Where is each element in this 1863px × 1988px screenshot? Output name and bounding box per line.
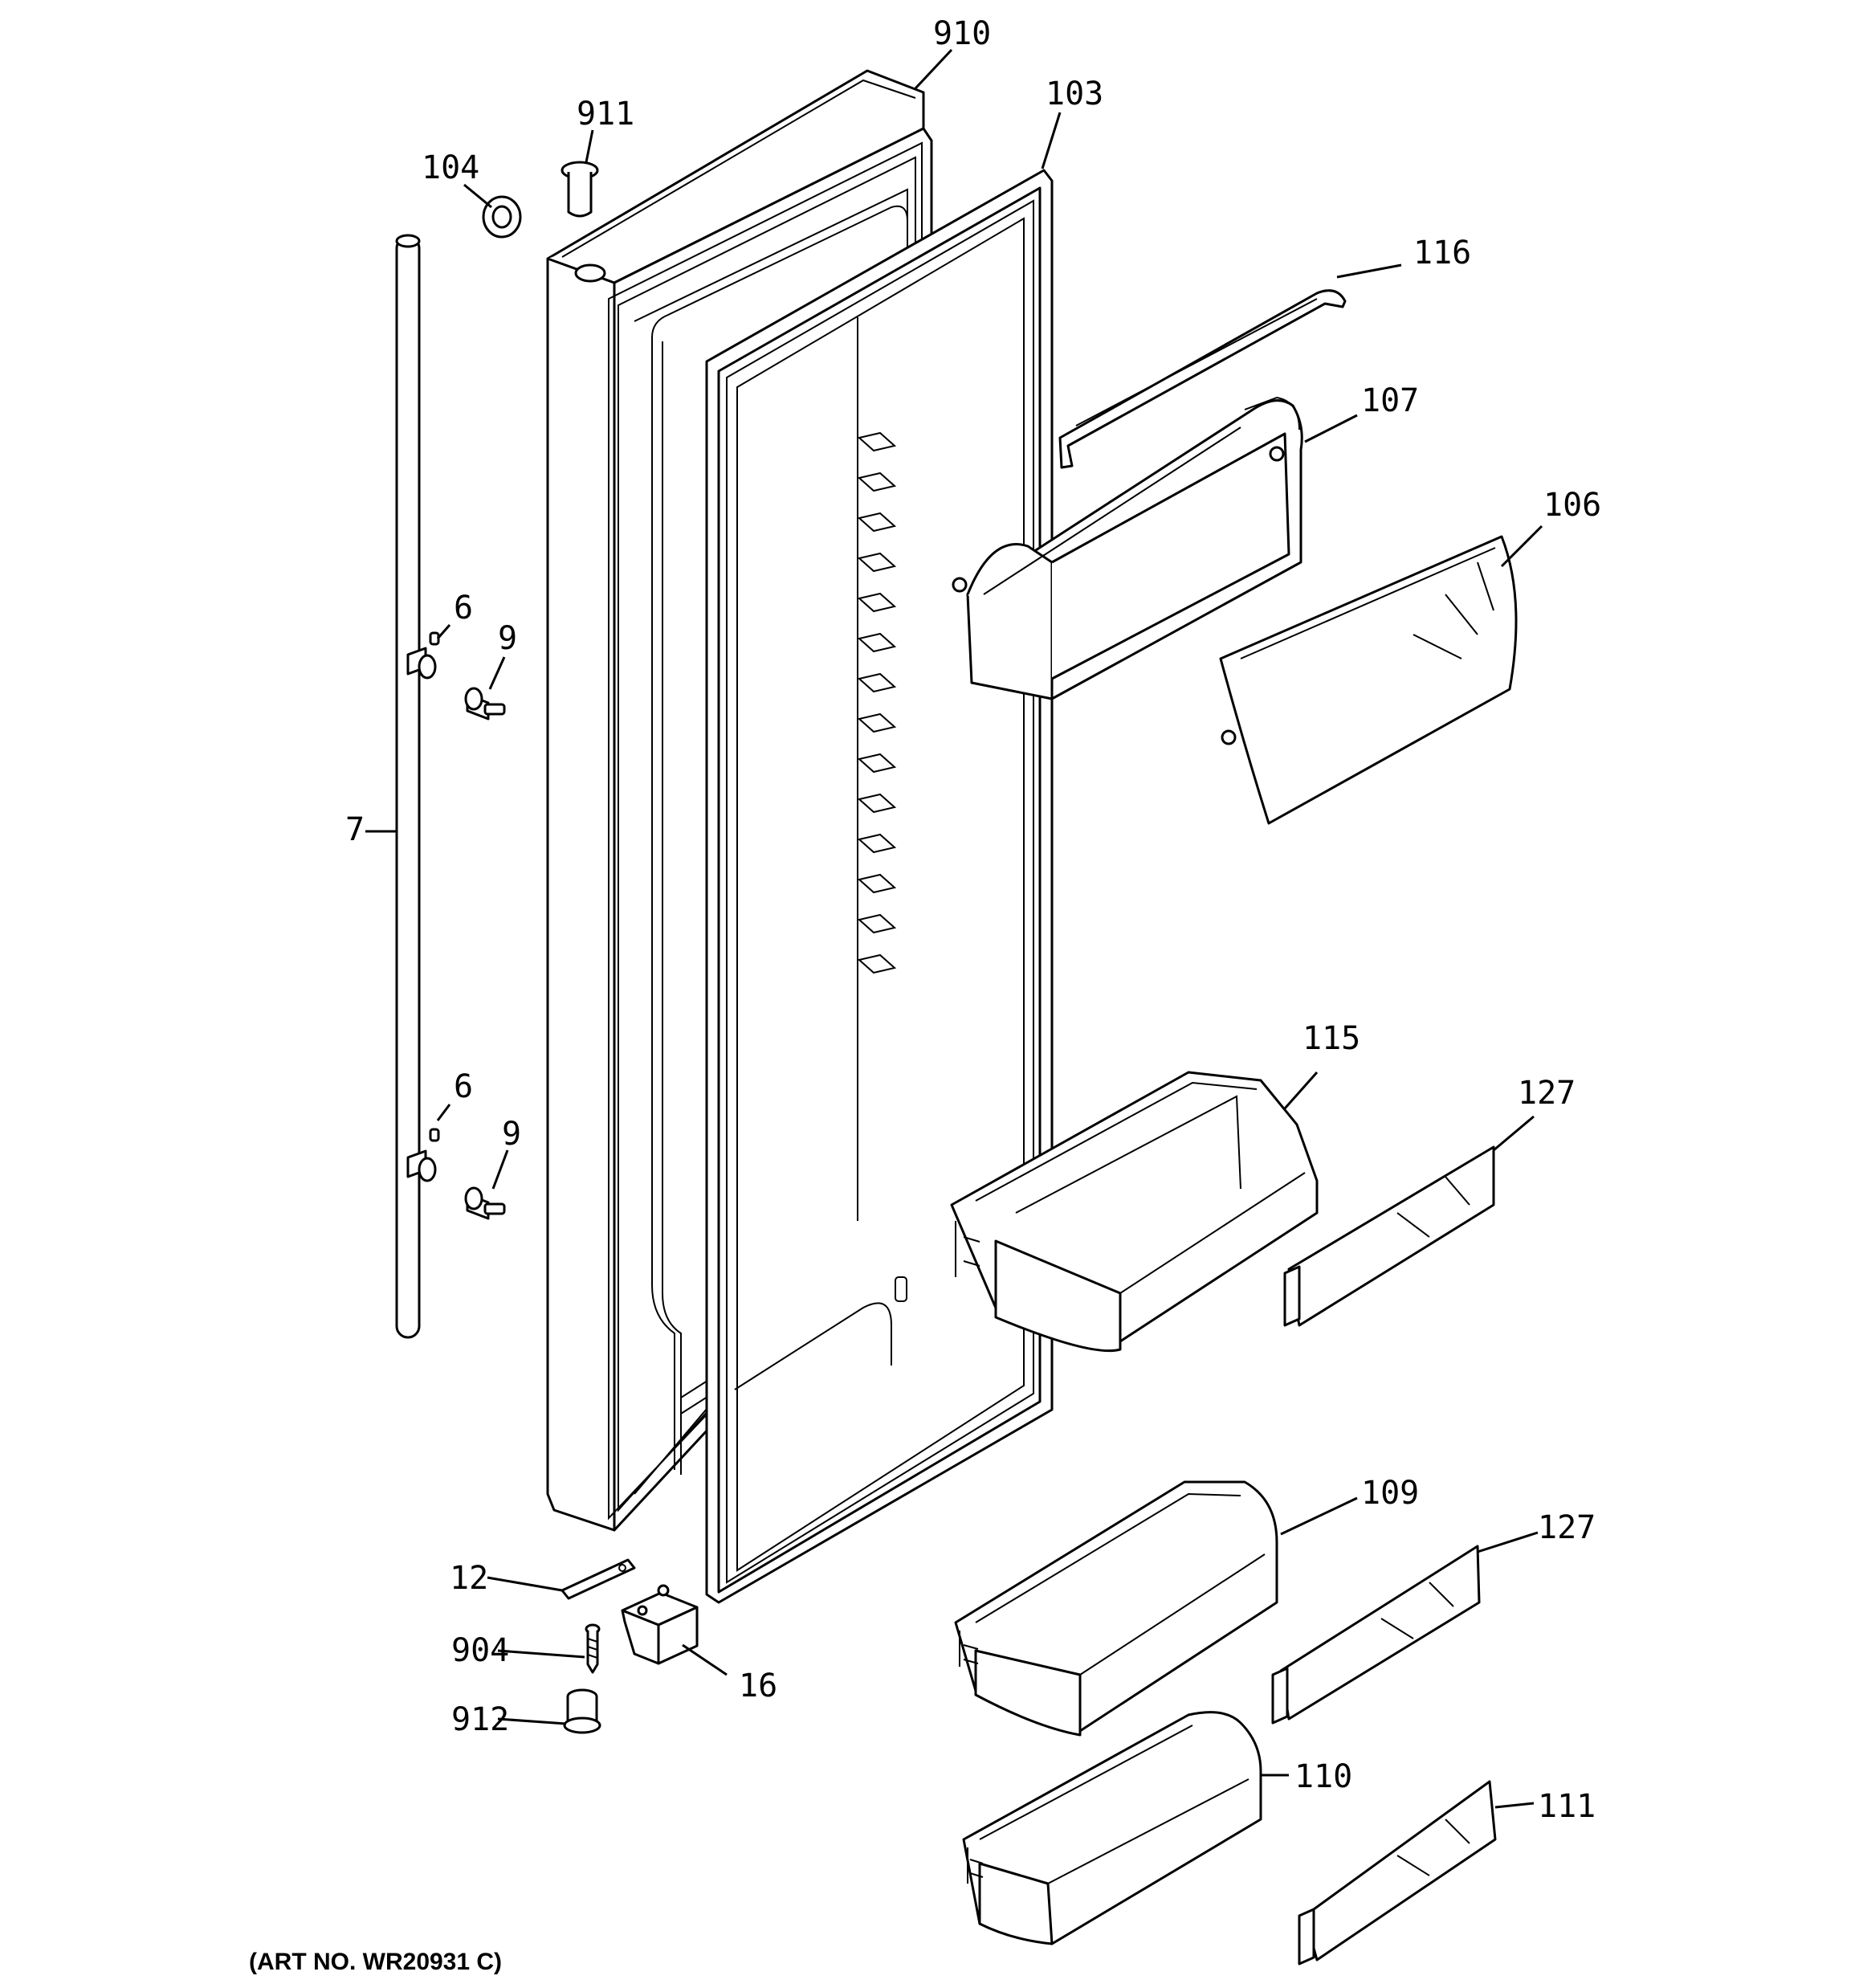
- part-9-upper-stop: [464, 687, 506, 720]
- part-106-bin-cover: [1219, 535, 1518, 825]
- part-111-bin-front: [1298, 1780, 1497, 1966]
- callout-9-lower: 9: [502, 1116, 521, 1153]
- part-127-bin-front-upper: [1283, 1145, 1495, 1327]
- callout-106: 106: [1543, 487, 1601, 524]
- callout-127-upper: 127: [1518, 1075, 1576, 1112]
- callout-6-lower: 6: [454, 1068, 473, 1105]
- callout-110: 110: [1294, 1758, 1352, 1795]
- leader-lines: [365, 48, 1543, 1809]
- callout-115: 115: [1302, 1020, 1360, 1057]
- part-115-door-bin: [950, 1071, 1319, 1353]
- callout-109: 109: [1361, 1475, 1419, 1512]
- callout-912: 912: [451, 1701, 509, 1738]
- part-9-lower-stop: [464, 1186, 506, 1220]
- callout-127-lower: 127: [1538, 1509, 1596, 1546]
- part-116-rail: [1058, 289, 1347, 469]
- part-16-hinge-bracket: [621, 1584, 699, 1665]
- part-912-bushing: [563, 1688, 601, 1734]
- part-6-lower-cam: [406, 1128, 440, 1182]
- part-904-screw: [585, 1623, 601, 1674]
- callout-7: 7: [345, 811, 365, 848]
- callout-116: 116: [1413, 235, 1471, 271]
- art-number: (ART NO. WR20931 C): [249, 1949, 502, 1975]
- callout-103: 103: [1046, 76, 1103, 112]
- callout-911: 911: [577, 96, 634, 133]
- callout-104: 104: [422, 149, 479, 186]
- part-110-door-bin: [962, 1711, 1262, 1945]
- callout-6-upper: 6: [454, 590, 473, 627]
- door-liner-shelf-supports: [734, 317, 907, 1390]
- part-104-washer: [482, 195, 522, 239]
- callout-12: 12: [450, 1560, 488, 1597]
- callout-16: 16: [739, 1668, 777, 1704]
- part-107-door-bin: [952, 396, 1303, 700]
- callout-9-upper: 9: [498, 620, 517, 657]
- part-12-shim: [561, 1558, 636, 1600]
- callout-111: 111: [1538, 1788, 1596, 1825]
- callout-904: 904: [451, 1632, 509, 1669]
- part-127-bin-front-lower: [1271, 1545, 1481, 1725]
- callout-labels: 910 911 104 103 116 107 106 6 9 7 6 9 11…: [345, 15, 1601, 1825]
- callout-107: 107: [1361, 382, 1419, 419]
- callout-910: 910: [933, 15, 991, 52]
- part-911-bushing: [561, 161, 599, 218]
- part-109-door-bin: [954, 1480, 1278, 1737]
- part-7-hinge-rod: [395, 234, 421, 1339]
- part-103-gasket: [705, 169, 1054, 1604]
